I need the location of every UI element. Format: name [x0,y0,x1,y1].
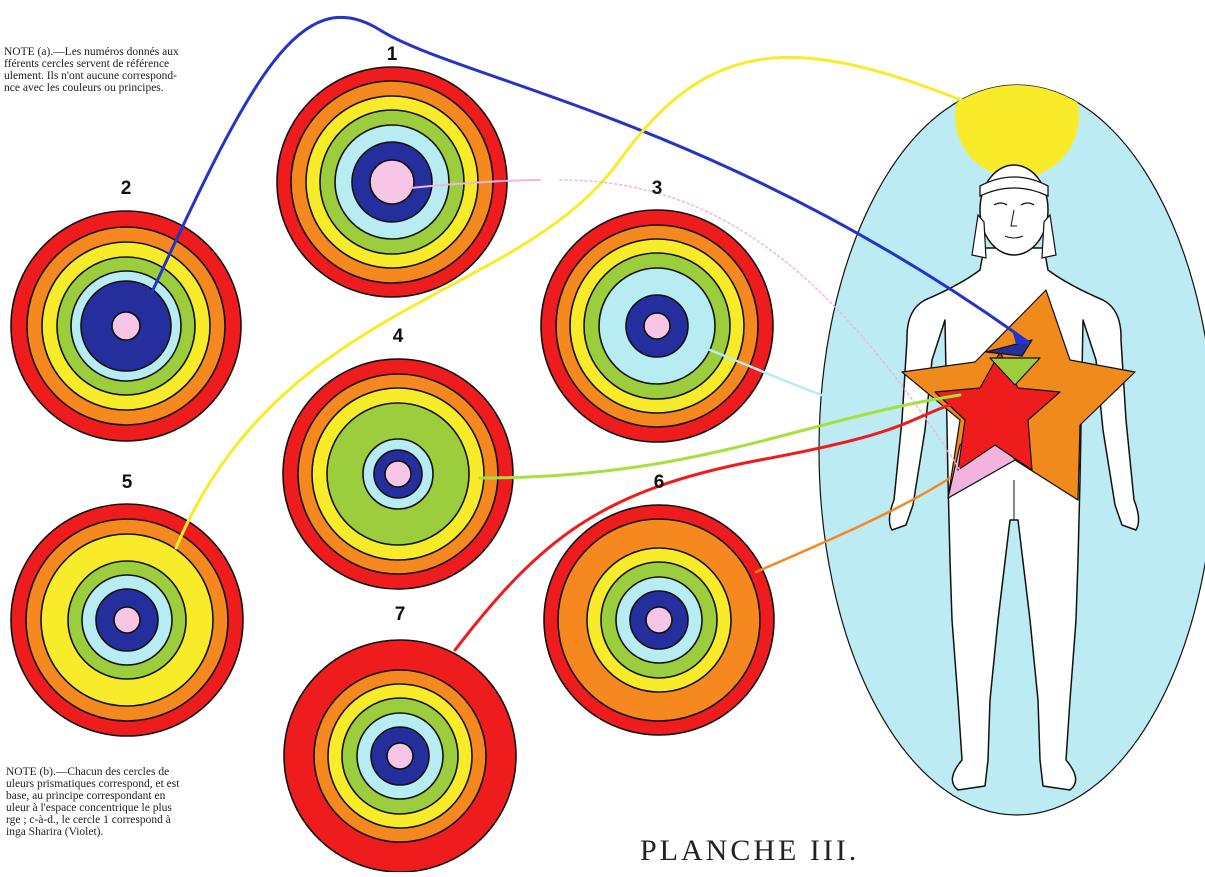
circle-2 [11,211,241,441]
circle-6 [544,505,774,735]
circle-number-1: 1 [387,44,398,66]
note-b: NOTE (b).—Chacun des cercles de uleurs p… [6,766,268,838]
circle-number-3: 3 [652,178,663,200]
circle-3 [541,210,773,442]
circle-5 [11,504,243,736]
circle-3-ring-7 [644,313,670,339]
circle-number-6: 6 [654,472,665,494]
circle-4-ring-7 [385,461,411,487]
circle-7 [284,640,516,872]
circle-7-ring-7 [387,743,413,769]
note-a: NOTE (a).—Les numéros donnés aux fférent… [4,46,236,94]
circle-number-7: 7 [395,604,406,626]
circle-2-ring-7 [112,312,140,340]
head-halo [955,54,1079,178]
circle-number-4: 4 [393,326,404,348]
circle-number-2: 2 [121,178,132,200]
circle-5-ring-7 [114,607,140,633]
circle-1-ring-7 [370,160,414,204]
plate-title: PLANCHE III. [640,834,859,868]
circle-number-5: 5 [122,472,133,494]
circle-4 [283,359,513,589]
circle-6-ring-7 [646,607,672,633]
